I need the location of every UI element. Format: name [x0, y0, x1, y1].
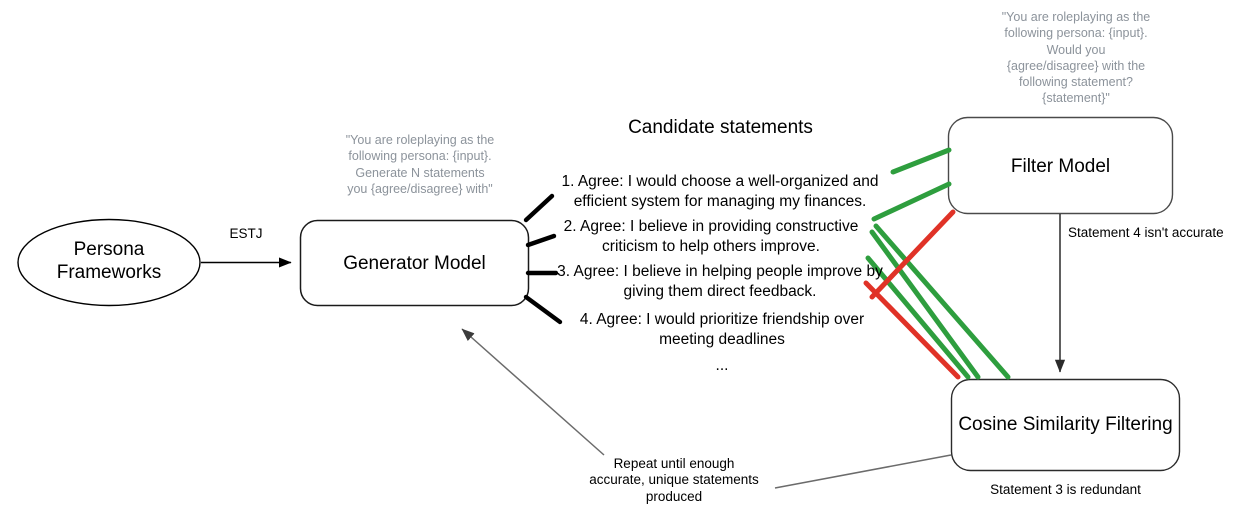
link-statement-redundant — [863, 280, 961, 380]
generator-model-shape — [299, 219, 530, 307]
link-statement-1-to-cosine — [873, 223, 1011, 380]
cosine-similarity-label: Cosine Similarity Filtering — [958, 414, 1173, 435]
candidate-statements-ellipsis: ... — [715, 357, 729, 374]
generator-model-label: Generator Model — [343, 253, 486, 274]
filter-prompt-text: "You are roleplaying as the following pe… — [1001, 10, 1151, 106]
spoke-statement-1 — [523, 193, 555, 223]
cosine-similarity-shape — [950, 378, 1181, 472]
link-statement-2-to-cosine — [869, 229, 981, 380]
candidate-statement-3: 3. Agree: I believe in helping people im… — [557, 263, 883, 300]
link-statement-3-to-cosine — [865, 255, 971, 380]
link-statement-2-accurate — [871, 181, 952, 222]
edge-feedback-loop-left — [461, 328, 605, 456]
generator-prompt-text: "You are roleplaying as the following pe… — [345, 133, 495, 196]
persona-frameworks-shape — [17, 218, 201, 307]
edge-label-statement-4-inaccurate: Statement 4 isn't accurate — [1068, 225, 1224, 240]
filter-model-shape — [947, 116, 1174, 215]
edge-label-feedback-loop: Repeat until enough accurate, unique sta… — [589, 456, 759, 504]
edge-feedback-loop-right — [774, 454, 952, 489]
cosine-similarity-caption: Statement 3 is redundant — [990, 482, 1141, 497]
link-statement-4-inaccurate — [869, 209, 956, 300]
spoke-statement-4 — [523, 294, 563, 325]
candidate-statement-1: 1. Agree: I would choose a well-organize… — [561, 173, 879, 210]
edge-label-estj: ESTJ — [229, 226, 263, 241]
candidate-statements-heading: Candidate statements — [628, 117, 813, 138]
persona-frameworks-label-line1: Persona — [73, 239, 145, 260]
candidate-statement-4: 4. Agree: I would prioritize friendship … — [579, 311, 865, 348]
persona-frameworks-label-line2: Frameworks — [56, 262, 162, 284]
link-statement-1-accurate — [890, 147, 952, 175]
filter-model-label: Filter Model — [1010, 156, 1111, 177]
spoke-statement-2 — [525, 233, 557, 248]
candidate-statement-2: 2. Agree: I believe in providing constru… — [563, 218, 859, 255]
